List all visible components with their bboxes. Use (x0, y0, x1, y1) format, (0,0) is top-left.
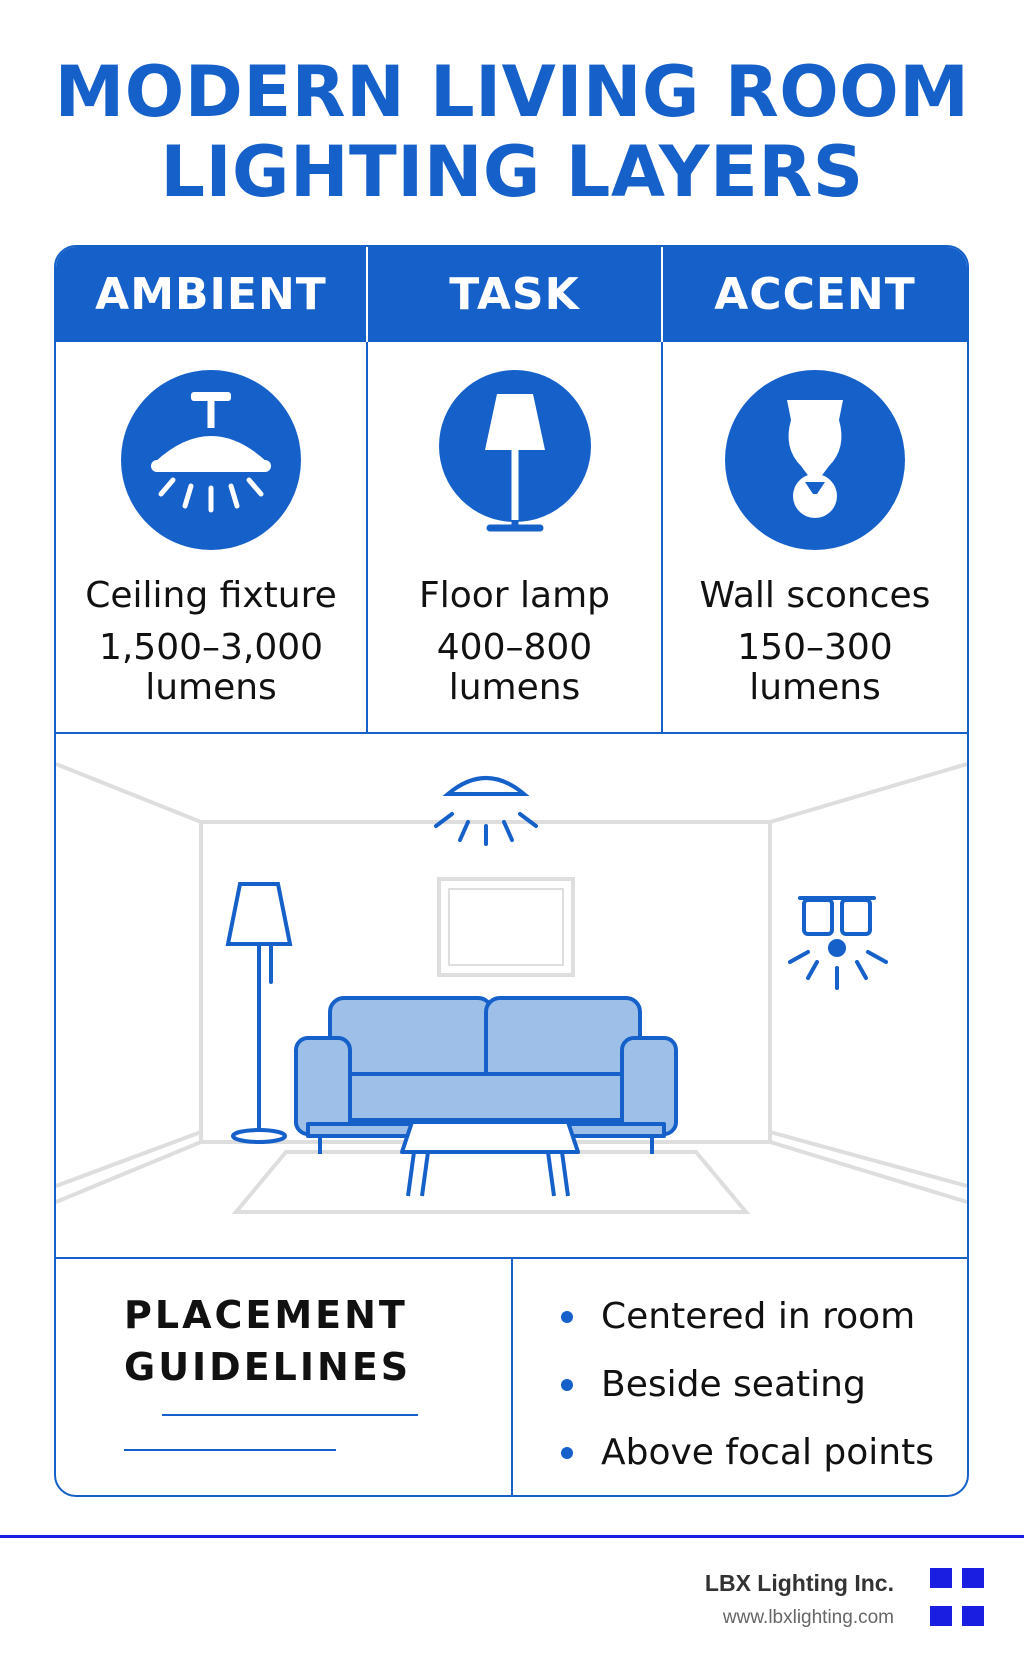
list-item: Above focal points (561, 1433, 934, 1473)
accent-lumens-unit: lumens (749, 667, 881, 708)
guideline-text: Centered in room (601, 1296, 916, 1337)
room-coffee-table-icon (400, 1120, 580, 1197)
accent-fixture: Wall sconces (699, 575, 931, 616)
placement-guidelines-title: PLACEMENT GUIDELINES (124, 1289, 411, 1393)
wall-picture (437, 877, 575, 977)
ambient-lumens-value: 1,500–3,000 (98, 627, 324, 668)
task-lumens-unit: lumens (448, 667, 581, 708)
ambient-column: Ceiling fixture 1,500–3,000 lumens (56, 342, 366, 732)
title-line-2: LIGHTING LAYERS (160, 131, 864, 213)
accent-lumens: 150–300 lumens (663, 628, 967, 708)
footer-website-url: www.lbxlighting.com (722, 1607, 894, 1628)
task-column: Floor lamp 400–800 lumens (366, 342, 661, 732)
accent-column: Wall sconces 150–300 lumens (661, 342, 967, 732)
footer-company-name: LBX Lighting Inc. (704, 1570, 894, 1596)
task-fixture: Floor lamp (419, 575, 610, 616)
wall-sconce-icon (725, 370, 905, 550)
accent-lumens-value: 150–300 (737, 627, 893, 668)
room-wall-sconce-icon (788, 896, 888, 990)
decorative-underline (162, 1414, 418, 1416)
bullet-icon (561, 1379, 573, 1391)
ceiling-fixture-icon (121, 370, 301, 550)
layer-header-row: AMBIENT TASK ACCENT (56, 247, 967, 342)
guideline-text: Above focal points (601, 1432, 934, 1473)
bullet-icon (561, 1311, 573, 1323)
header-ambient: AMBIENT (95, 269, 327, 320)
room-floor-lamp-icon (225, 882, 293, 1144)
ambient-lumens-unit: lumens (145, 667, 277, 708)
floor-lamp-stand-icon (486, 450, 544, 532)
task-lumens-value: 400–800 (436, 627, 593, 668)
company-logo-icon (930, 1568, 986, 1628)
guideline-text: Beside seating (601, 1364, 866, 1405)
guidelines-title-line-1: PLACEMENT (124, 1293, 408, 1337)
footer-divider (0, 1535, 1024, 1538)
lighting-layers-card: AMBIENT TASK ACCENT (54, 245, 969, 1497)
ambient-lumens: 1,500–3,000 lumens (56, 628, 366, 708)
placement-guidelines-list: Centered in room Beside seating Above fo… (561, 1297, 934, 1495)
room-sofa-icon (294, 996, 678, 1154)
header-accent: ACCENT (661, 247, 967, 342)
guidelines-title-line-2: GUIDELINES (124, 1345, 412, 1389)
page-title: MODERN LIVING ROOM LIGHTING LAYERS (0, 52, 1024, 212)
room-ceiling-light-icon (434, 776, 538, 846)
list-item: Centered in room (561, 1297, 934, 1337)
decorative-underline (124, 1449, 336, 1451)
placement-guidelines-header: PLACEMENT GUIDELINES (56, 1259, 513, 1495)
header-task: TASK (366, 247, 661, 342)
placement-guidelines-list-panel: Centered in room Beside seating Above fo… (513, 1259, 967, 1495)
living-room-illustration (56, 734, 967, 1259)
layer-columns: Ceiling fixture 1,500–3,000 lumens Floor… (56, 342, 967, 734)
placement-guidelines: PLACEMENT GUIDELINES Centered in room Be… (56, 1259, 967, 1495)
task-lumens: 400–800 lumens (368, 628, 661, 708)
list-item: Beside seating (561, 1365, 934, 1405)
ambient-fixture: Ceiling fixture (85, 575, 337, 616)
bullet-icon (561, 1447, 573, 1459)
title-line-1: MODERN LIVING ROOM (54, 51, 970, 133)
